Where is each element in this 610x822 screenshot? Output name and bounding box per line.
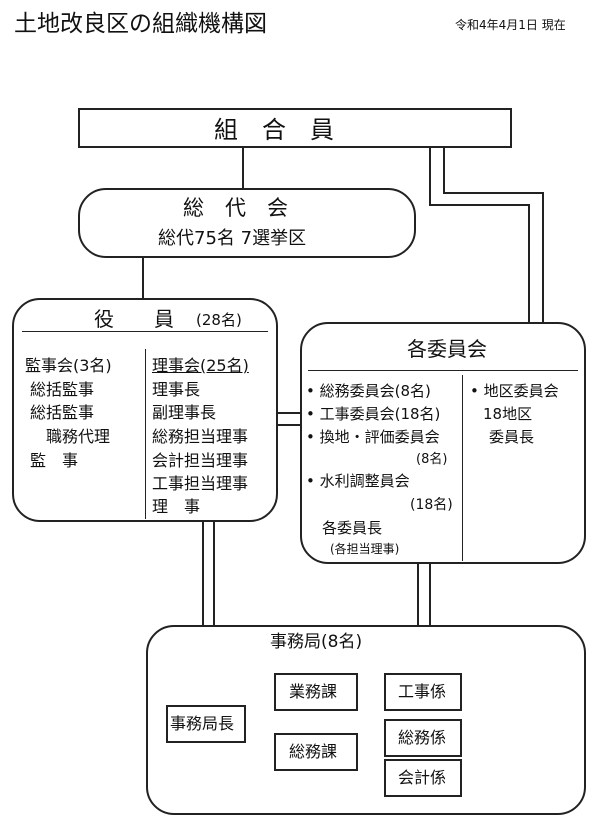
soudaikai-detail: 総代75名 7選挙区: [158, 228, 307, 249]
iinkai-header-divider: [308, 370, 578, 371]
yakuin-count: (28名): [196, 311, 242, 329]
chiku-iinkai-item: 18地区: [483, 405, 533, 423]
iinkai-item: (18名): [410, 497, 453, 513]
jimukyoku-chief-label: 事務局長: [170, 714, 235, 733]
kojigakari-label: 工事係: [398, 682, 447, 701]
kanji-item: 総括監事: [30, 380, 95, 399]
iinkai-box: [300, 322, 586, 564]
kaikeigakari-label: 会計係: [398, 768, 447, 787]
kumiaiin-label: 組 合 員: [214, 116, 334, 144]
riji-item: 理事長: [152, 380, 201, 399]
iinkai-item: • 工事委員会(18名): [306, 405, 441, 423]
iinkai-item: • 総務委員会(8名): [306, 382, 431, 400]
iinkai-title: 各委員会: [407, 337, 487, 361]
kanji-item: 総括監事: [30, 403, 95, 422]
soudaikai-label: 総 代 会: [183, 196, 288, 220]
page-title: 土地改良区の組織機構図: [14, 11, 267, 37]
soudaikai-box: [78, 188, 416, 258]
jimukyoku-chief-box: [166, 705, 246, 743]
riji-item: 副理事長: [152, 403, 217, 422]
gyomuka-box: [274, 673, 358, 711]
kanji-item: 職務代理: [46, 427, 111, 446]
kanji-title: 監事会(3名): [25, 356, 112, 375]
chiku-iinkai-item: • 地区委員会: [470, 382, 559, 400]
kumiaiin-box: [78, 108, 512, 148]
iinkai-chair-note: (各担当理事): [330, 542, 400, 556]
yakuin-column-divider: [145, 349, 146, 519]
riji-item: 理 事: [152, 497, 201, 516]
gyomuka-label: 業務課: [289, 682, 338, 701]
riji-item: 総務担当理事: [152, 427, 249, 446]
chiku-iinkai-item: 委員長: [489, 428, 535, 446]
riji-title: 理事会(25名): [152, 356, 249, 375]
iinkai-item: • 換地・評価委員会: [306, 428, 440, 446]
somugakari-box: [384, 719, 462, 757]
iinkai-chair: 各委員長: [322, 519, 383, 537]
jimukyoku-title: 事務局(8名): [270, 632, 363, 652]
iinkai-column-divider: [462, 375, 463, 561]
kanji-item: 監 事: [30, 451, 79, 470]
riji-item: 工事担当理事: [152, 474, 249, 493]
as-of-date: 令和4年4月1日 現在: [455, 18, 566, 32]
kojigakari-box: [384, 673, 462, 711]
kaikeigakari-box: [384, 759, 462, 797]
somugakari-label: 総務係: [398, 728, 447, 747]
iinkai-item: • 水利調整員会: [306, 472, 410, 490]
yakuin-label: 役 員: [94, 307, 174, 331]
somuka-label: 総務課: [289, 742, 338, 761]
iinkai-item: (8名): [416, 452, 448, 467]
yakuin-header-divider: [22, 331, 268, 332]
riji-item: 会計担当理事: [152, 451, 249, 470]
somuka-box: [274, 733, 358, 771]
